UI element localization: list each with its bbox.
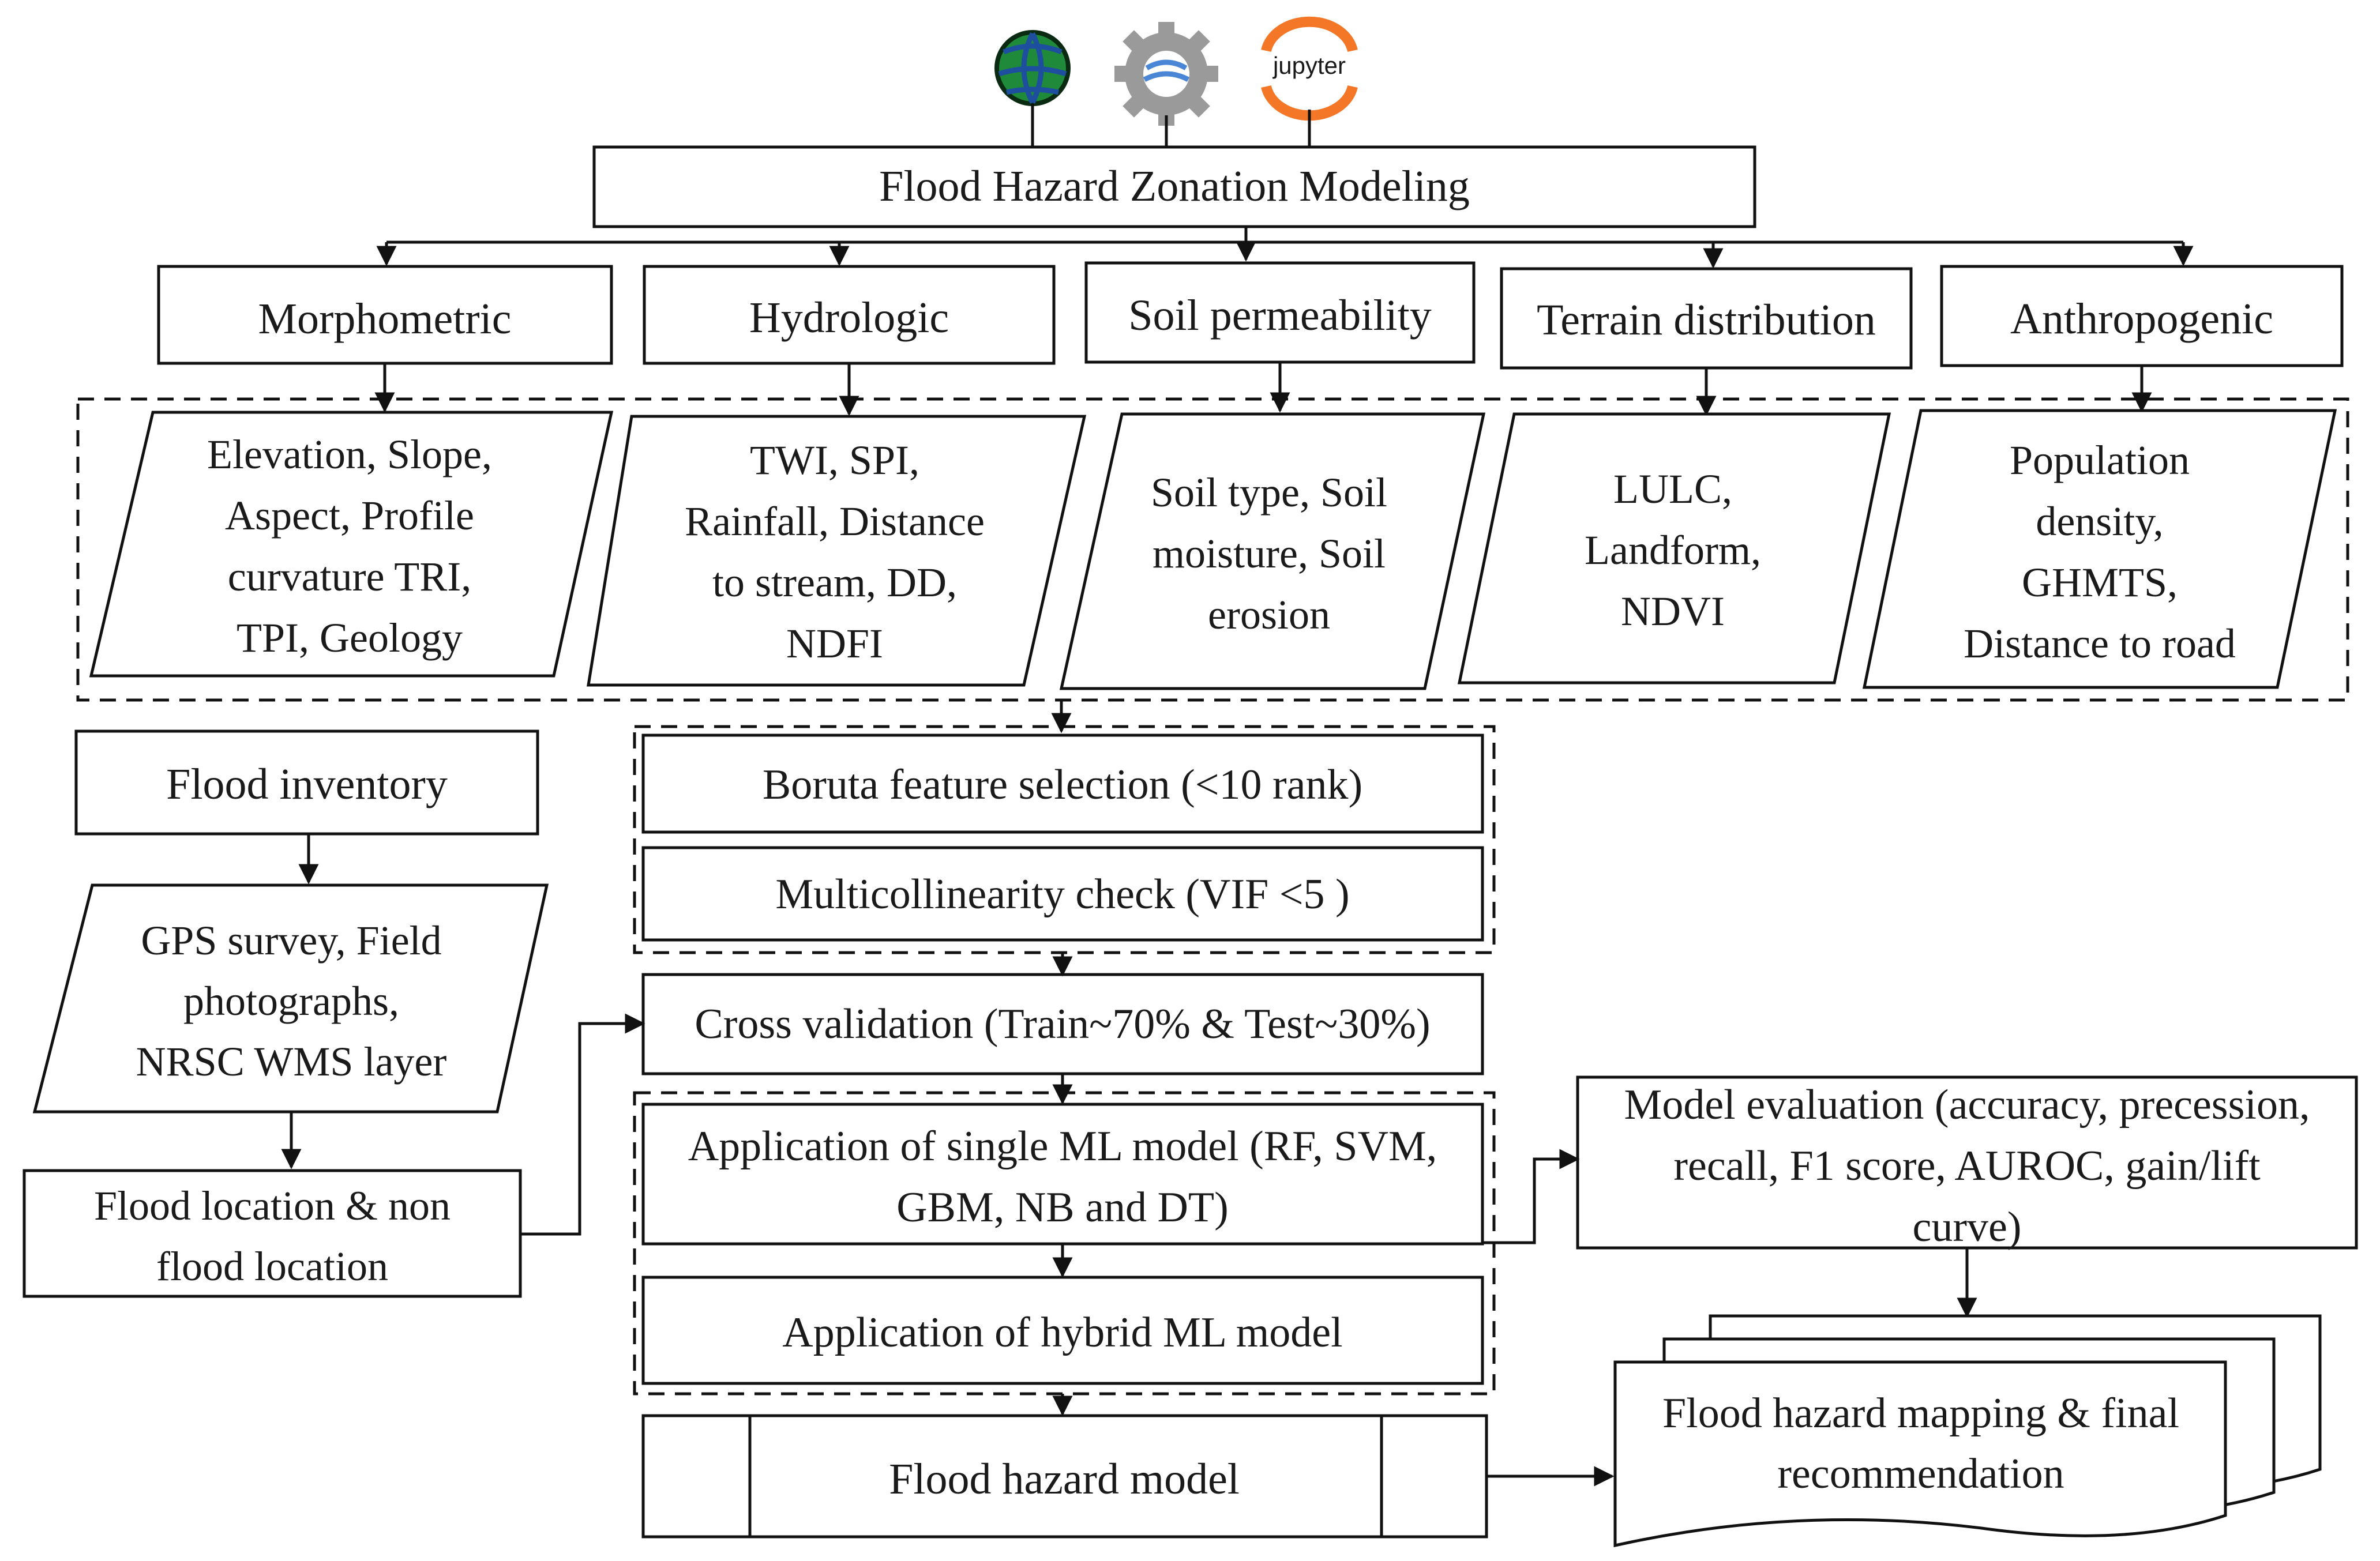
- category-connectors: [376, 227, 2194, 269]
- factor-line: density,: [2036, 498, 2163, 544]
- feature-selection-frame: [633, 725, 1496, 954]
- qgis-globe-icon: [994, 30, 1071, 147]
- category-label-anthropogenic: Anthropogenic: [2010, 295, 2273, 343]
- factor-line: Aspect, Profile: [225, 492, 474, 539]
- category-label-terrain-distribution: Terrain distribution: [1537, 296, 1876, 344]
- factors-soil-permeability: [1059, 412, 1486, 690]
- hazard-mapping-document-stack: [1613, 1314, 2322, 1548]
- category-label-soil-permeability: Soil permeability: [1128, 291, 1432, 340]
- factor-line: NDFI: [786, 620, 883, 667]
- factor-line: curvature TRI,: [228, 554, 472, 600]
- factors-morphometric: [89, 411, 614, 678]
- factors-hydrologic: [587, 415, 1087, 687]
- conditioning-factors-frame: [76, 397, 2349, 702]
- inventory-source-line: NRSC WMS layer: [136, 1039, 447, 1085]
- boruta-box: [641, 734, 1484, 834]
- single-ml-line: GBM, NB and DT): [896, 1184, 1229, 1231]
- model-to-evaluation-arrow: [1482, 1149, 1580, 1244]
- factor-line: Distance to road: [1964, 620, 2236, 667]
- factors-anthropogenic: [1862, 409, 2337, 689]
- factor-line: TWI, SPI,: [750, 437, 919, 483]
- factor-line: Population: [2010, 437, 2190, 483]
- jupyter-icon: jupyter: [1261, 16, 1358, 147]
- factor-line: NDVI: [1621, 588, 1725, 634]
- diagram-title: Flood Hazard Zonation Modeling: [879, 162, 1470, 210]
- category-label-hydrologic: Hydrologic: [749, 294, 949, 342]
- cross-validation-label: Cross validation (Train~70% & Test~30%): [695, 1000, 1430, 1048]
- factor-line: erosion: [1208, 592, 1330, 638]
- jupyter-label: jupyter: [1272, 52, 1346, 79]
- hybrid-ml-box: [641, 1276, 1484, 1385]
- factor-line: to stream, DD,: [712, 559, 957, 605]
- title-box: [592, 145, 1756, 228]
- location-to-cv-arrow: [520, 1013, 645, 1236]
- output-line: recommendation: [1777, 1450, 2064, 1498]
- factor-line: Landform,: [1585, 527, 1761, 573]
- output-line: Flood hazard mapping & final: [1662, 1390, 2179, 1437]
- factors-terrain-distribution: [1457, 412, 1891, 684]
- multicollinearity-box: [641, 846, 1484, 942]
- single-ml-line: Application of single ML model (RF, SVM,: [688, 1123, 1437, 1170]
- multicollinearity-label: Multicollinearity check (VIF <5 ): [775, 871, 1349, 918]
- boruta-label: Boruta feature selection (<10 rank): [763, 761, 1362, 808]
- flood-inventory-label: Flood inventory: [166, 760, 448, 808]
- factor-line: Rainfall, Distance: [685, 498, 985, 544]
- factor-line: LULC,: [1613, 466, 1732, 512]
- flood-location-line: Flood location & non: [94, 1183, 451, 1229]
- factor-line: TPI, Geology: [237, 615, 463, 661]
- flood-inventory-box: [74, 729, 539, 836]
- hybrid-ml-label: Application of hybrid ML model: [782, 1309, 1342, 1356]
- evaluation-line: Model evaluation (accuracy, precession,: [1624, 1081, 2310, 1129]
- factor-line: GHMTS,: [2022, 559, 2178, 605]
- inventory-sources-box: [32, 883, 549, 1114]
- factor-line: moisture, Soil: [1153, 531, 1386, 577]
- factor-line: Soil type, Soil: [1151, 469, 1387, 516]
- hazard-model-label: Flood hazard model: [889, 1455, 1240, 1503]
- evaluation-line: recall, F1 score, AUROC, gain/lift: [1673, 1142, 2261, 1190]
- evaluation-line: curve): [1913, 1203, 2022, 1251]
- flood-location-line: flood location: [156, 1243, 388, 1289]
- inventory-source-line: GPS survey, Field: [141, 917, 441, 964]
- inventory-source-line: photographs,: [183, 978, 399, 1024]
- factor-line: Elevation, Slope,: [207, 431, 492, 477]
- google-earth-engine-icon: [1114, 22, 1218, 147]
- category-label-morphometric: Morphometric: [258, 295, 511, 343]
